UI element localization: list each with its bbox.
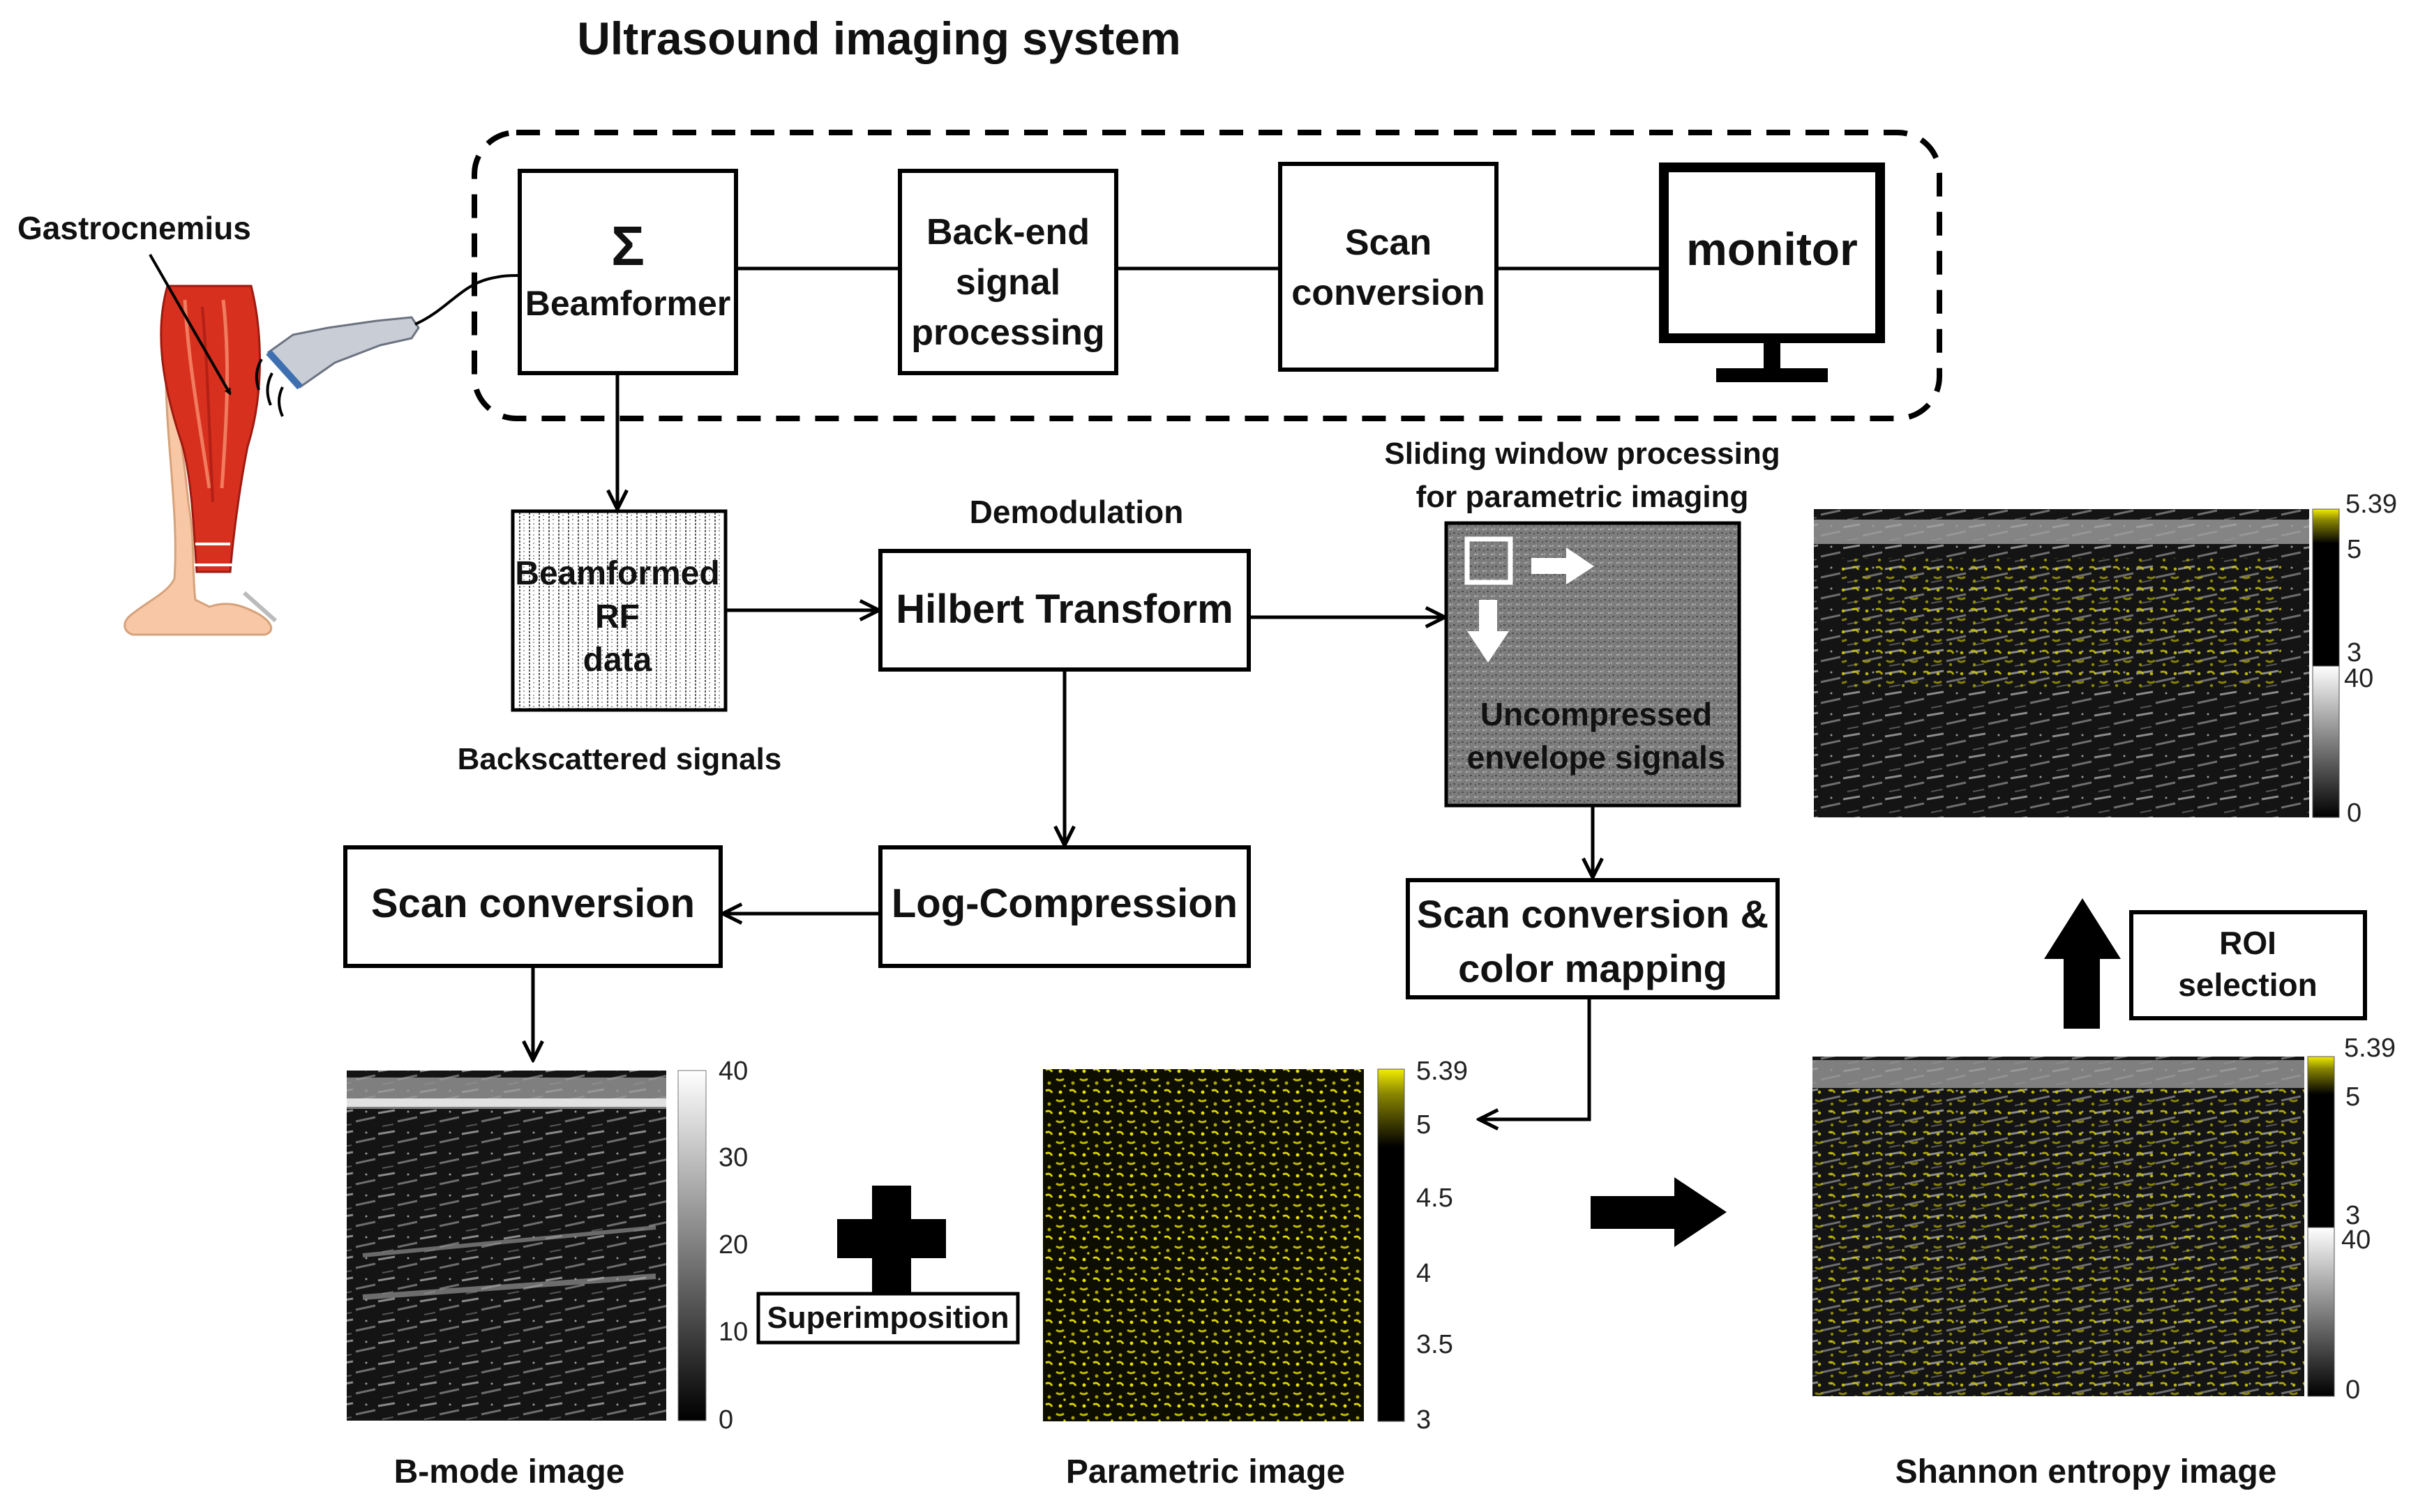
down-arrow-icon [1467, 600, 1509, 663]
envelope-line-1: Uncompressed [1480, 696, 1712, 732]
bmode-caption: B-mode image [394, 1453, 625, 1490]
roi-line-1: ROI [2219, 925, 2276, 961]
plus-icon [837, 1186, 946, 1292]
rf-line-2: RF [595, 598, 640, 635]
rf-caption: Backscattered signals [458, 742, 782, 776]
superimposition-label: Superimposition [767, 1301, 1009, 1335]
backend-box [898, 169, 1118, 375]
scan-color-box [1406, 878, 1780, 999]
sliding-caption-2: for parametric imaging [1416, 480, 1749, 514]
system-enclosure [472, 130, 1942, 421]
beamformer-label: Beamformer [525, 284, 731, 323]
envelope-panel [1444, 521, 1741, 808]
parametric-tick-4: 4 [1416, 1259, 1431, 1288]
hilbert-label: Hilbert Transform [896, 587, 1233, 632]
log-compression-label: Log-Compression [892, 881, 1238, 926]
scan-conversion-top-box [1278, 162, 1499, 372]
probe-cable [414, 274, 520, 326]
roi-tick-40: 40 [2344, 664, 2373, 693]
shannon-tick-5: 5 [2345, 1082, 2360, 1112]
backend-line-2: signal [956, 262, 1060, 303]
roi-tick-5: 5 [2347, 535, 2361, 564]
parametric-tick-5: 5 [1416, 1110, 1431, 1140]
up-arrow-icon [2044, 898, 2121, 1029]
roi-tick-539: 5.39 [2345, 490, 2397, 519]
scan-conversion-left-label: Scan conversion [371, 881, 695, 926]
bmode-image [347, 1071, 666, 1421]
log-compression-box [878, 845, 1251, 968]
monitor-icon [1659, 162, 1885, 382]
bmode-tick-10: 10 [719, 1317, 748, 1347]
scan-color-line-2: color mapping [1458, 946, 1727, 990]
shannon-tick-3: 3 [2345, 1201, 2360, 1230]
rf-line-3: data [583, 642, 652, 679]
shannon-tick-0: 0 [2345, 1375, 2360, 1405]
rf-data-box [511, 509, 728, 712]
parametric-tick-45: 4.5 [1416, 1184, 1453, 1213]
shannon-gray-colorbar [2307, 1227, 2335, 1397]
sigma-symbol: Σ [611, 215, 645, 277]
parametric-caption: Parametric image [1066, 1453, 1345, 1490]
gastrocnemius-label: Gastrocnemius [17, 210, 251, 246]
bmode-tick-30: 30 [719, 1143, 748, 1172]
bmode-tick-20: 20 [719, 1230, 748, 1260]
shannon-roi-gray-colorbar [2312, 665, 2340, 818]
shannon-tick-539: 5.39 [2344, 1034, 2396, 1063]
superimposition-box [756, 1292, 1020, 1345]
demodulation-caption: Demodulation [970, 494, 1184, 530]
scan-top-line-2: conversion [1291, 273, 1485, 313]
envelope-line-2: envelope signals [1467, 739, 1726, 776]
roi-selection-box [2129, 910, 2367, 1020]
rf-line-1: Beamformed [515, 555, 719, 592]
backend-line-3: processing [911, 312, 1104, 353]
bmode-tick-0: 0 [719, 1405, 733, 1435]
shannon-roi-entropy-colorbar [2312, 508, 2340, 667]
shannon-tick-40: 40 [2341, 1225, 2371, 1255]
parametric-tick-539: 5.39 [1416, 1057, 1468, 1086]
right-arrow-icon [1531, 547, 1594, 584]
shannon-roi-image [1814, 509, 2309, 817]
bmode-colorbar [677, 1070, 707, 1421]
shannon-entropy-colorbar [2307, 1056, 2335, 1228]
monitor-label: monitor [1686, 223, 1858, 275]
scan-color-line-1: Scan conversion & [1417, 892, 1769, 936]
roi-tick-0: 0 [2347, 799, 2361, 828]
parametric-image [1043, 1069, 1364, 1421]
roi-tick-3: 3 [2347, 638, 2361, 667]
arrow-scancolor-parametric [1479, 997, 1591, 1119]
sliding-caption-1: Sliding window processing [1384, 437, 1780, 471]
parametric-tick-3: 3 [1416, 1405, 1431, 1435]
ultrasound-probe [255, 316, 420, 417]
backend-line-1: Back-end [926, 212, 1090, 252]
leg-illustration [123, 285, 277, 636]
parametric-colorbar [1377, 1068, 1405, 1422]
parametric-tick-35: 3.5 [1416, 1330, 1453, 1359]
big-right-arrow-icon [1591, 1177, 1727, 1247]
gastrocnemius-pointer [149, 254, 232, 395]
shannon-caption: Shannon entropy image [1895, 1453, 2277, 1490]
bmode-tick-40: 40 [719, 1057, 748, 1086]
roi-line-2: selection [2178, 967, 2317, 1003]
beamformer-box [518, 169, 738, 375]
scan-top-line-1: Scan [1345, 222, 1432, 263]
diagram-title: Ultrasound imaging system [577, 13, 1181, 64]
sliding-window-square [1464, 536, 1513, 585]
shannon-entropy-image [1812, 1057, 2304, 1396]
